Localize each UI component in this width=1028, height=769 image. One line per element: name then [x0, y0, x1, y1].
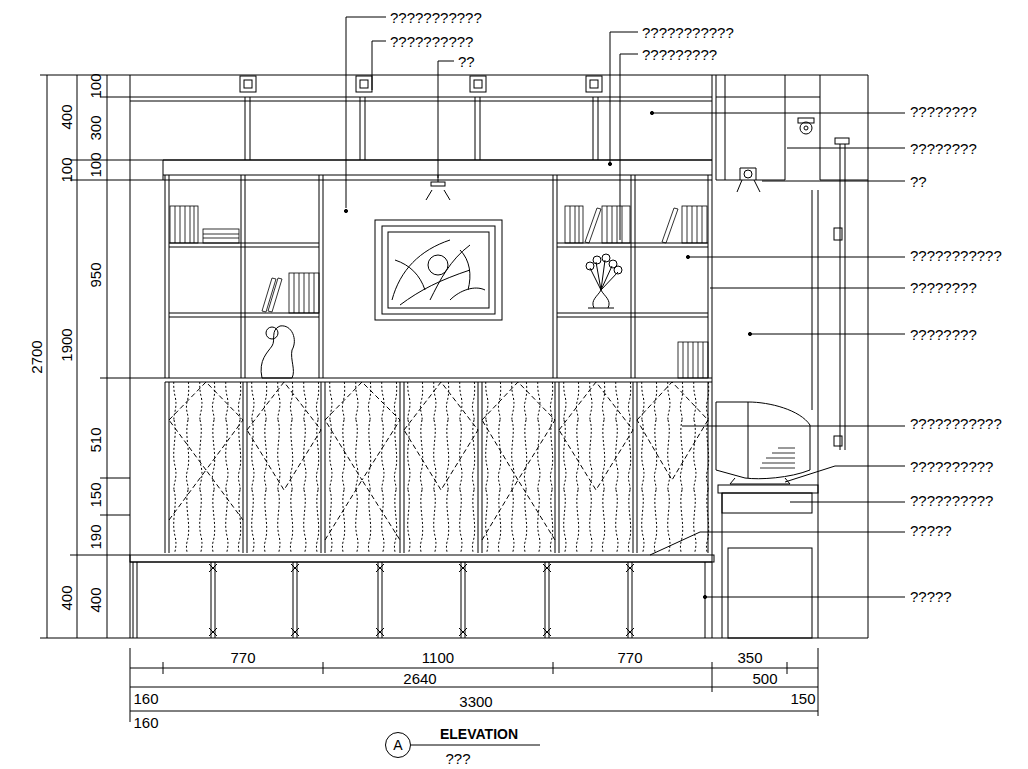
- dimension-value: 510: [87, 427, 104, 452]
- callout-label: ??????????: [910, 458, 993, 475]
- callout-label: ???????????: [910, 415, 1002, 432]
- dimension-value: 1100: [422, 649, 454, 666]
- marker-letter: A: [393, 737, 402, 753]
- callout-label: ???????????: [910, 247, 1002, 264]
- dimension-value: 500: [752, 670, 777, 687]
- callout-label: ??????????: [390, 33, 473, 50]
- dimension-value: 2700: [28, 340, 45, 373]
- callout-label: ??: [458, 53, 475, 70]
- drawing-caption: ???: [445, 750, 470, 767]
- dimension-value: 400: [87, 587, 104, 612]
- callout-label: ????????: [910, 140, 977, 157]
- dimension-value: 150: [790, 690, 815, 707]
- callout-label: ????????: [910, 103, 977, 120]
- callout-label: ?????: [910, 588, 952, 605]
- callout-label: ?????: [910, 522, 952, 539]
- callout-label: ??????????: [910, 492, 993, 509]
- dimension-value: 770: [230, 649, 255, 666]
- dimension-value: 160: [133, 690, 158, 707]
- section-marker-circle: A: [385, 732, 411, 758]
- drawing-title: ELEVATION: [440, 726, 518, 743]
- dimension-value: 350: [737, 649, 762, 666]
- dimension-value: 2640: [403, 670, 436, 687]
- callout-label: ?????????: [642, 46, 717, 63]
- dimension-value: 190: [87, 524, 104, 549]
- dimension-value: 770: [617, 649, 642, 666]
- dimension-value: 1900: [58, 328, 75, 361]
- dimension-value: 100: [87, 73, 104, 98]
- dimension-value: 950: [87, 262, 104, 287]
- dimension-value: 150: [87, 482, 104, 507]
- callout-label: ???????????: [390, 9, 482, 26]
- dimension-value: 160: [133, 714, 158, 731]
- dimension-value: 400: [58, 585, 75, 610]
- callout-label: ??: [910, 173, 927, 190]
- callout-label: ????????: [910, 326, 977, 343]
- dimension-value: 100: [58, 157, 75, 182]
- dimension-value: 3300: [459, 693, 492, 710]
- callout-label: ????????: [910, 279, 977, 296]
- callout-label: ???????????: [642, 24, 734, 41]
- dimension-value: 400: [58, 104, 75, 129]
- dimension-value: 300: [87, 115, 104, 140]
- dimension-value: 100: [87, 152, 104, 177]
